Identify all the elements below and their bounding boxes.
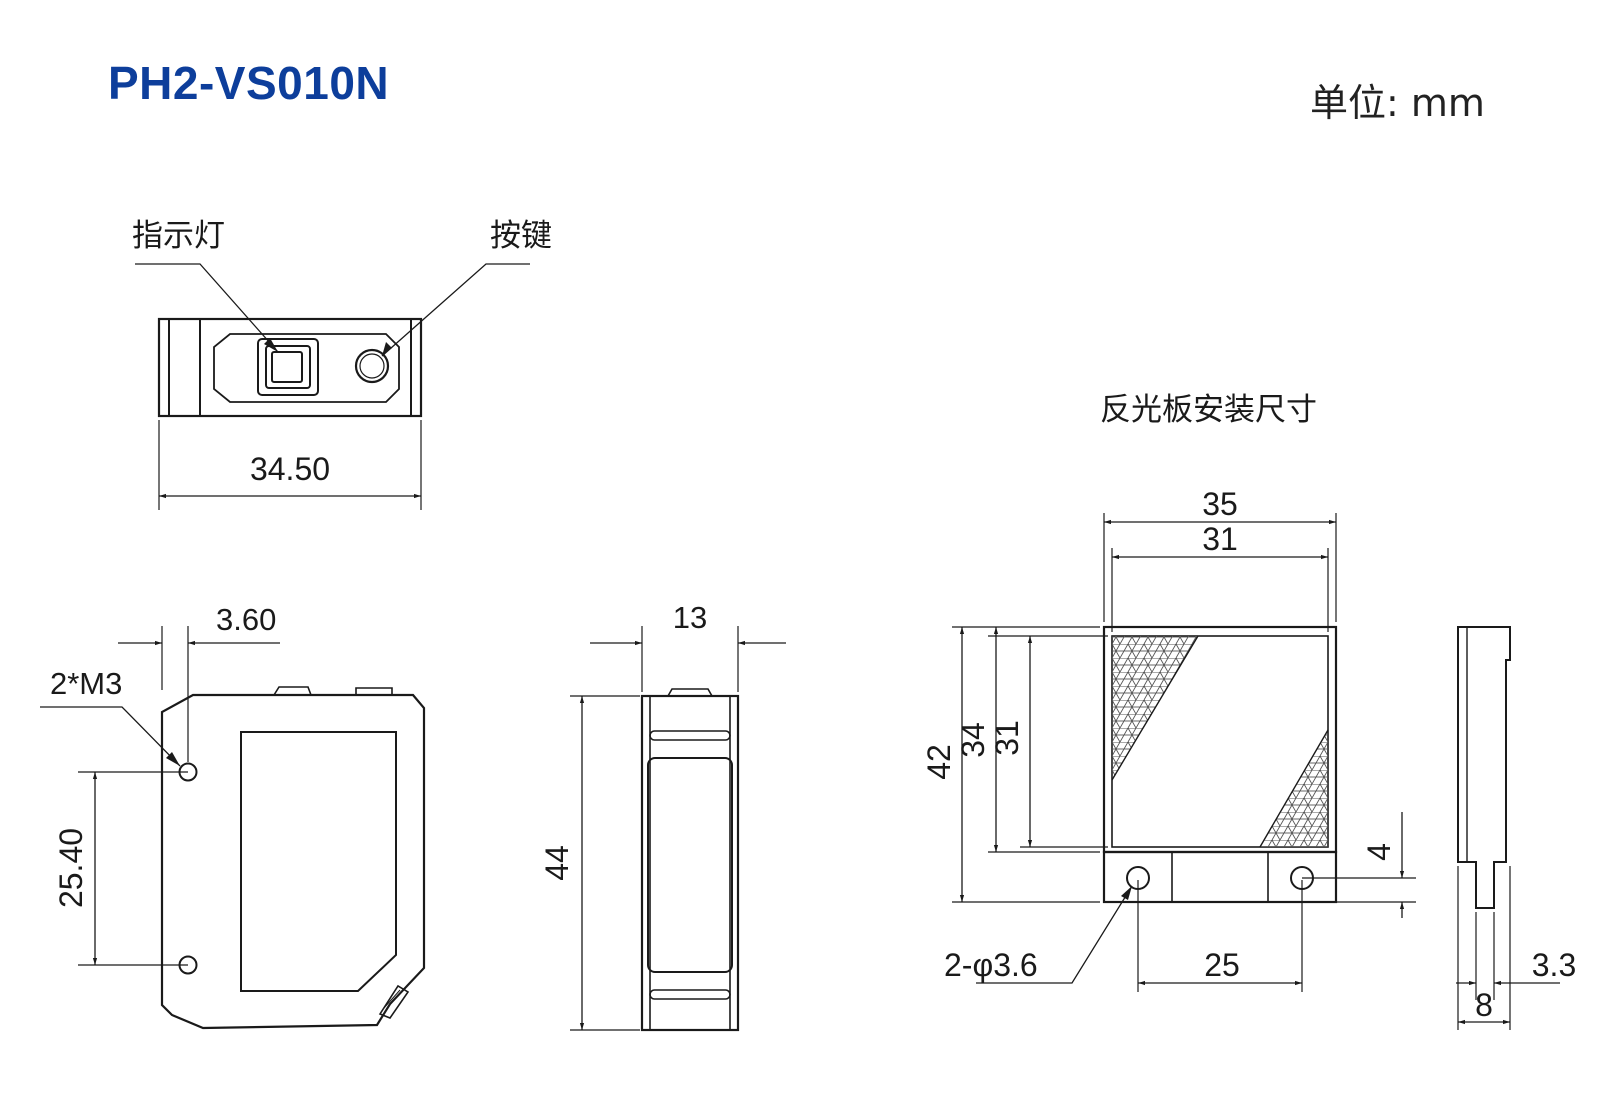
- top-view-body: [157, 317, 423, 418]
- side-window: [647, 757, 733, 973]
- unit-label: 单位: mm: [1310, 81, 1485, 125]
- reflector-hole-spacing-label: 25: [1204, 947, 1240, 983]
- reflector-inner-height-label: 31: [989, 720, 1025, 756]
- button-callout-label: 按键: [490, 218, 552, 254]
- reflector-tab-height-label: 4: [1361, 843, 1397, 861]
- hole-offset-dimension-label: 3.60: [216, 602, 276, 637]
- side-view: [570, 626, 786, 1032]
- depth-dimension-label: 13: [673, 600, 707, 635]
- push-button: [354, 348, 390, 384]
- reflector-outer-height-label: 34: [955, 722, 991, 758]
- front-view: [40, 626, 426, 1030]
- prism-area-top-left: [1112, 636, 1198, 780]
- top-view: [135, 263, 530, 510]
- hole-spacing-dimension-label: 25.40: [53, 828, 89, 908]
- indicator-callout-label: 指示灯: [132, 218, 225, 254]
- reflector-hole-label: 2-φ3.6: [944, 947, 1038, 983]
- front-view-body: [160, 693, 426, 1030]
- reflector-mount-tab: [1102, 850, 1338, 904]
- height-dimension-label: 44: [539, 845, 575, 881]
- reflector-side-body: [1457, 626, 1511, 909]
- reflector-inner-width-label: 31: [1202, 521, 1238, 557]
- reflector-side-view: [1456, 626, 1560, 1030]
- reflector-total-height-label: 42: [921, 744, 957, 780]
- width-dimension-label: 34.50: [250, 451, 330, 487]
- side-view-body: [640, 694, 740, 1032]
- front-window: [240, 731, 397, 992]
- reflector-side-step-label: 3.3: [1532, 947, 1576, 983]
- hole-callout-label: 2*M3: [50, 666, 122, 701]
- indicator-light: [257, 338, 319, 396]
- reflector-section-title: 反光板安装尺寸: [1100, 392, 1317, 428]
- reflector-side-thickness-label: 8: [1475, 987, 1493, 1023]
- page-title: PH2-VS010N: [108, 57, 390, 109]
- reflector-outer-width-label: 35: [1202, 486, 1238, 522]
